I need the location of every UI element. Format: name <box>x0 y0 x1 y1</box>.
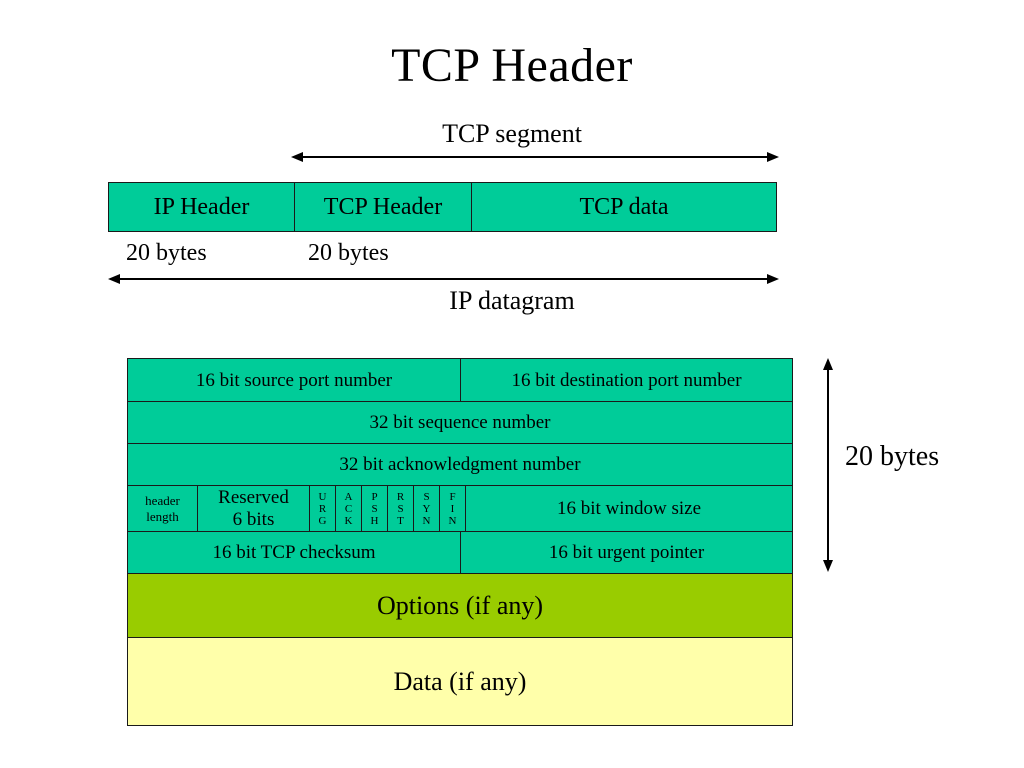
field-acknowledgment-number: 32 bit acknowledgment number <box>339 454 581 475</box>
table-row-sequence: 32 bit sequence number <box>128 401 792 443</box>
ip-header-bytes-label: 20 bytes <box>126 240 207 266</box>
field-header-length: header length <box>128 486 197 531</box>
header-length-line-1: header <box>145 492 180 508</box>
field-source-port: 16 bit source port number <box>195 369 393 391</box>
flag-syn-letter-3: N <box>422 514 431 527</box>
field-flag-psh: P S H <box>361 486 387 531</box>
flag-fin-letter-2: I <box>450 502 455 515</box>
flag-syn-letter-2: Y <box>422 502 431 515</box>
table-row-ports: 16 bit source port number 16 bit destina… <box>128 359 792 401</box>
header-length-line-2: length <box>146 508 179 524</box>
field-flag-rst: R S T <box>387 486 413 531</box>
field-flag-urg: U R G <box>309 486 335 531</box>
flag-urg-letter-1: U <box>318 490 327 503</box>
flag-ack-letter-2: C <box>344 502 353 515</box>
flag-urg-letter-2: R <box>318 502 327 515</box>
flag-rst-letter-3: T <box>397 514 404 527</box>
tcp-segment-span-arrow <box>291 150 779 164</box>
tcp-segment-caption: TCP segment <box>442 119 582 148</box>
field-window-size: 16 bit window size <box>465 486 792 531</box>
field-options: Options (if any) <box>376 591 544 620</box>
flag-psh-letter-1: P <box>371 490 378 503</box>
page-title: TCP Header <box>391 39 633 92</box>
table-row-options: Options (if any) <box>128 573 792 637</box>
encapsulation-segment-tcp-header: TCP Header <box>294 183 471 231</box>
field-urgent-pointer: 16 bit urgent pointer <box>460 532 792 573</box>
field-flag-fin: F I N <box>439 486 465 531</box>
encapsulation-segment-tcp-data: TCP data <box>471 183 776 231</box>
flag-psh-letter-2: S <box>371 502 378 515</box>
flag-ack-letter-3: K <box>344 514 353 527</box>
field-reserved: Reserved 6 bits <box>197 486 309 531</box>
table-row-acknowledgment: 32 bit acknowledgment number <box>128 443 792 485</box>
flag-syn-letter-1: S <box>423 490 430 503</box>
encapsulation-bar: IP Header TCP Header TCP data <box>108 182 777 232</box>
header-size-label: 20 bytes <box>845 441 940 472</box>
field-flag-syn: S Y N <box>413 486 439 531</box>
field-tcp-checksum: 16 bit TCP checksum <box>212 542 376 563</box>
ip-datagram-span-arrow <box>108 272 779 286</box>
header-size-span-arrow <box>821 358 835 572</box>
table-row-data: Data (if any) <box>128 637 792 725</box>
field-data: Data (if any) <box>393 667 527 696</box>
flag-urg-letter-3: G <box>318 514 327 527</box>
reserved-line-2: 6 bits <box>232 508 275 530</box>
field-sequence-number: 32 bit sequence number <box>369 412 551 433</box>
reserved-line-1: Reserved <box>218 486 289 508</box>
flag-rst-letter-1: R <box>396 490 405 503</box>
table-row-checksum: 16 bit TCP checksum 16 bit urgent pointe… <box>128 531 792 573</box>
flag-psh-letter-3: H <box>370 514 379 527</box>
flag-rst-letter-2: S <box>397 502 404 515</box>
encapsulation-segment-ip-header: IP Header <box>109 183 294 231</box>
flag-fin-letter-1: F <box>449 490 456 503</box>
flag-fin-letter-3: N <box>448 514 457 527</box>
table-row-flags: header length Reserved 6 bits U R G A C … <box>128 485 792 531</box>
field-destination-port: 16 bit destination port number <box>460 359 792 401</box>
tcp-header-bytes-label: 20 bytes <box>308 240 389 266</box>
flag-ack-letter-1: A <box>344 490 353 503</box>
field-flag-ack: A C K <box>335 486 361 531</box>
tcp-header-field-table: 16 bit source port number 16 bit destina… <box>127 358 793 726</box>
ip-datagram-caption: IP datagram <box>449 286 575 315</box>
